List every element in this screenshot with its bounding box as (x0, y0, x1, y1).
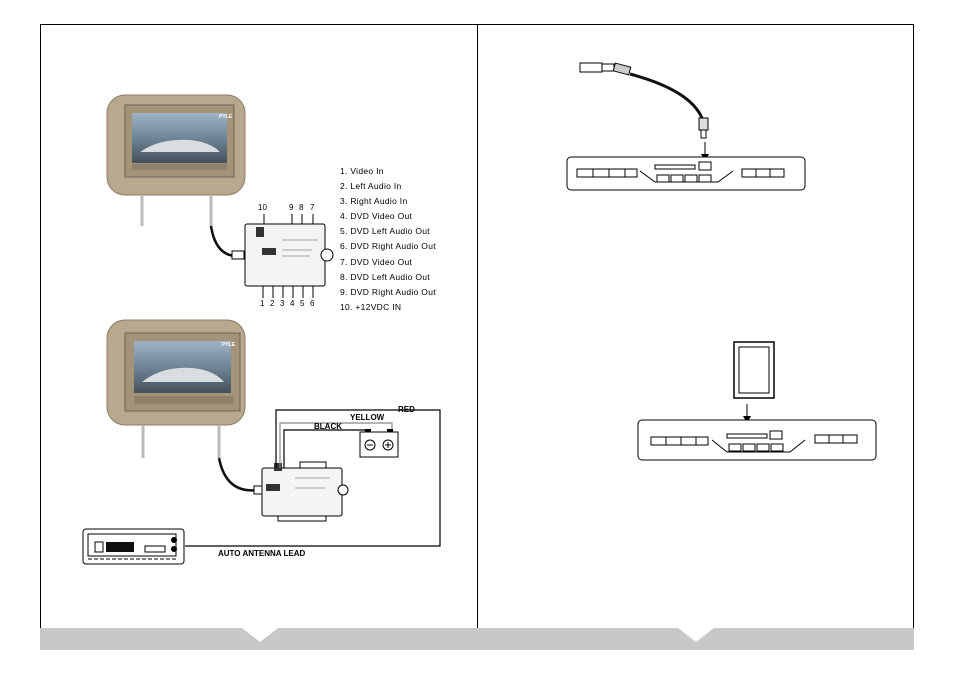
legend-item: 9. DVD Right Audio Out (340, 285, 436, 300)
connection-box-top (245, 214, 333, 298)
pin-number: 9 (289, 203, 293, 212)
legend-item: 6. DVD Right Audio Out (340, 239, 436, 254)
wire-label-black: BLACK (314, 422, 342, 431)
legend-item: 8. DVD Left Audio Out (340, 270, 436, 285)
control-panel-card (638, 420, 876, 460)
brand-logo-bottom: PYLE (222, 342, 236, 348)
pin-number: 5 (300, 299, 304, 308)
pin-number: 1 (260, 299, 264, 308)
connector-legend: 1. Video In 2. Left Audio In 3. Right Au… (340, 164, 436, 315)
wire-label-yellow: YELLOW (350, 413, 384, 422)
wire-label-red: RED (398, 405, 415, 414)
cable-bottom (219, 458, 258, 490)
headrest-monitor-bottom (107, 320, 245, 458)
connection-box-bottom (262, 462, 348, 521)
legend-item: 5. DVD Left Audio Out (340, 224, 436, 239)
connector-top (232, 251, 244, 259)
pin-number: 8 (299, 203, 303, 212)
legend-item: 1. Video In (340, 164, 436, 179)
pin-number: 3 (280, 299, 284, 308)
usb-cable (580, 63, 709, 161)
pin-number: 4 (290, 299, 294, 308)
pin-number: 7 (310, 203, 314, 212)
wire-label-antenna: AUTO ANTENNA LEAD (218, 549, 305, 558)
legend-item: 2. Left Audio In (340, 179, 436, 194)
pin-number: 10 (258, 203, 267, 212)
battery (360, 429, 398, 457)
pin-number: 2 (270, 299, 274, 308)
legend-item: 4. DVD Video Out (340, 209, 436, 224)
sd-card (734, 342, 774, 423)
legend-item: 3. Right Audio In (340, 194, 436, 209)
pin-number: 6 (310, 299, 314, 308)
car-radio-head-unit (83, 529, 184, 564)
brand-logo-top: PYLE (219, 114, 233, 120)
legend-item: 10. +12VDC IN (340, 300, 436, 315)
control-panel-usb (567, 157, 805, 190)
legend-item: 7. DVD Video Out (340, 255, 436, 270)
